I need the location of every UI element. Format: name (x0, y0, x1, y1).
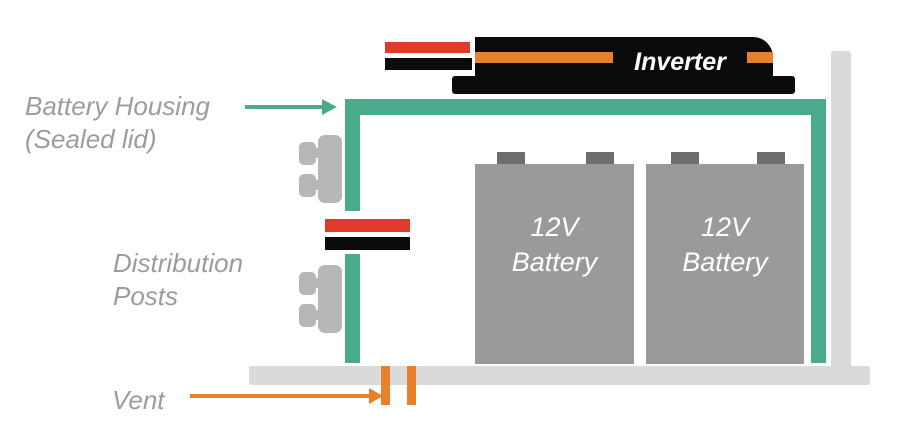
battery-housing-label: Battery Housing (Sealed lid) (25, 90, 210, 156)
post-neck (313, 310, 321, 320)
battery-terminal (671, 152, 699, 164)
post-body (318, 265, 342, 333)
battery-housing-label-line1: Battery Housing (25, 91, 210, 121)
battery-1: 12V Battery (475, 164, 634, 364)
battery-housing-label-line2: (Sealed lid) (25, 124, 157, 154)
vent-label: Vent (112, 385, 165, 415)
vent-arrow-head (369, 388, 383, 404)
wall (831, 51, 851, 385)
distribution-post-upper (299, 135, 342, 203)
battery-2-label-line1: 12V (700, 212, 750, 242)
housing-frame-top (345, 99, 826, 115)
floor (249, 366, 870, 385)
battery-1-label-line2: Battery (511, 247, 598, 277)
battery-terminal (497, 152, 525, 164)
battery-housing-arrow-head (322, 99, 337, 115)
post-knob (299, 304, 316, 327)
distribution-posts-label-line1: Distribution (113, 248, 244, 278)
vent-slot-1 (381, 366, 390, 405)
inverter-stripe-right (747, 52, 773, 63)
distribution-posts-label: Distribution Posts (113, 247, 243, 313)
inverter-wire-red (385, 42, 470, 53)
post-neck (313, 148, 321, 158)
post-neck (313, 278, 321, 288)
vent-arrow-line (190, 394, 371, 398)
distribution-wire-red (325, 219, 410, 232)
post-knob (299, 174, 316, 197)
battery-terminal (586, 152, 614, 164)
housing-frame-left-lower (345, 254, 360, 363)
distribution-wire-black (325, 237, 410, 250)
post-neck (313, 180, 321, 190)
post-body (318, 135, 342, 203)
post-knob (299, 142, 316, 165)
inverter-label: Inverter (634, 48, 726, 76)
battery-housing-arrow-line (245, 105, 324, 109)
inverter-base (452, 76, 795, 94)
battery-1-label-line1: 12V (530, 212, 579, 242)
housing-frame-left-upper (345, 115, 360, 211)
post-knob (299, 272, 316, 295)
distribution-post-lower (299, 265, 342, 333)
distribution-posts-label-line2: Posts (113, 281, 179, 311)
housing-frame-right (811, 115, 826, 363)
inverter-stripe-left (475, 52, 613, 63)
inverter-wire-black (385, 58, 472, 70)
vent-slot-2 (407, 366, 416, 405)
battery-2-label-line2: Battery (682, 247, 768, 277)
battery-terminal (757, 152, 785, 164)
battery-2: 12V Battery (646, 164, 804, 364)
